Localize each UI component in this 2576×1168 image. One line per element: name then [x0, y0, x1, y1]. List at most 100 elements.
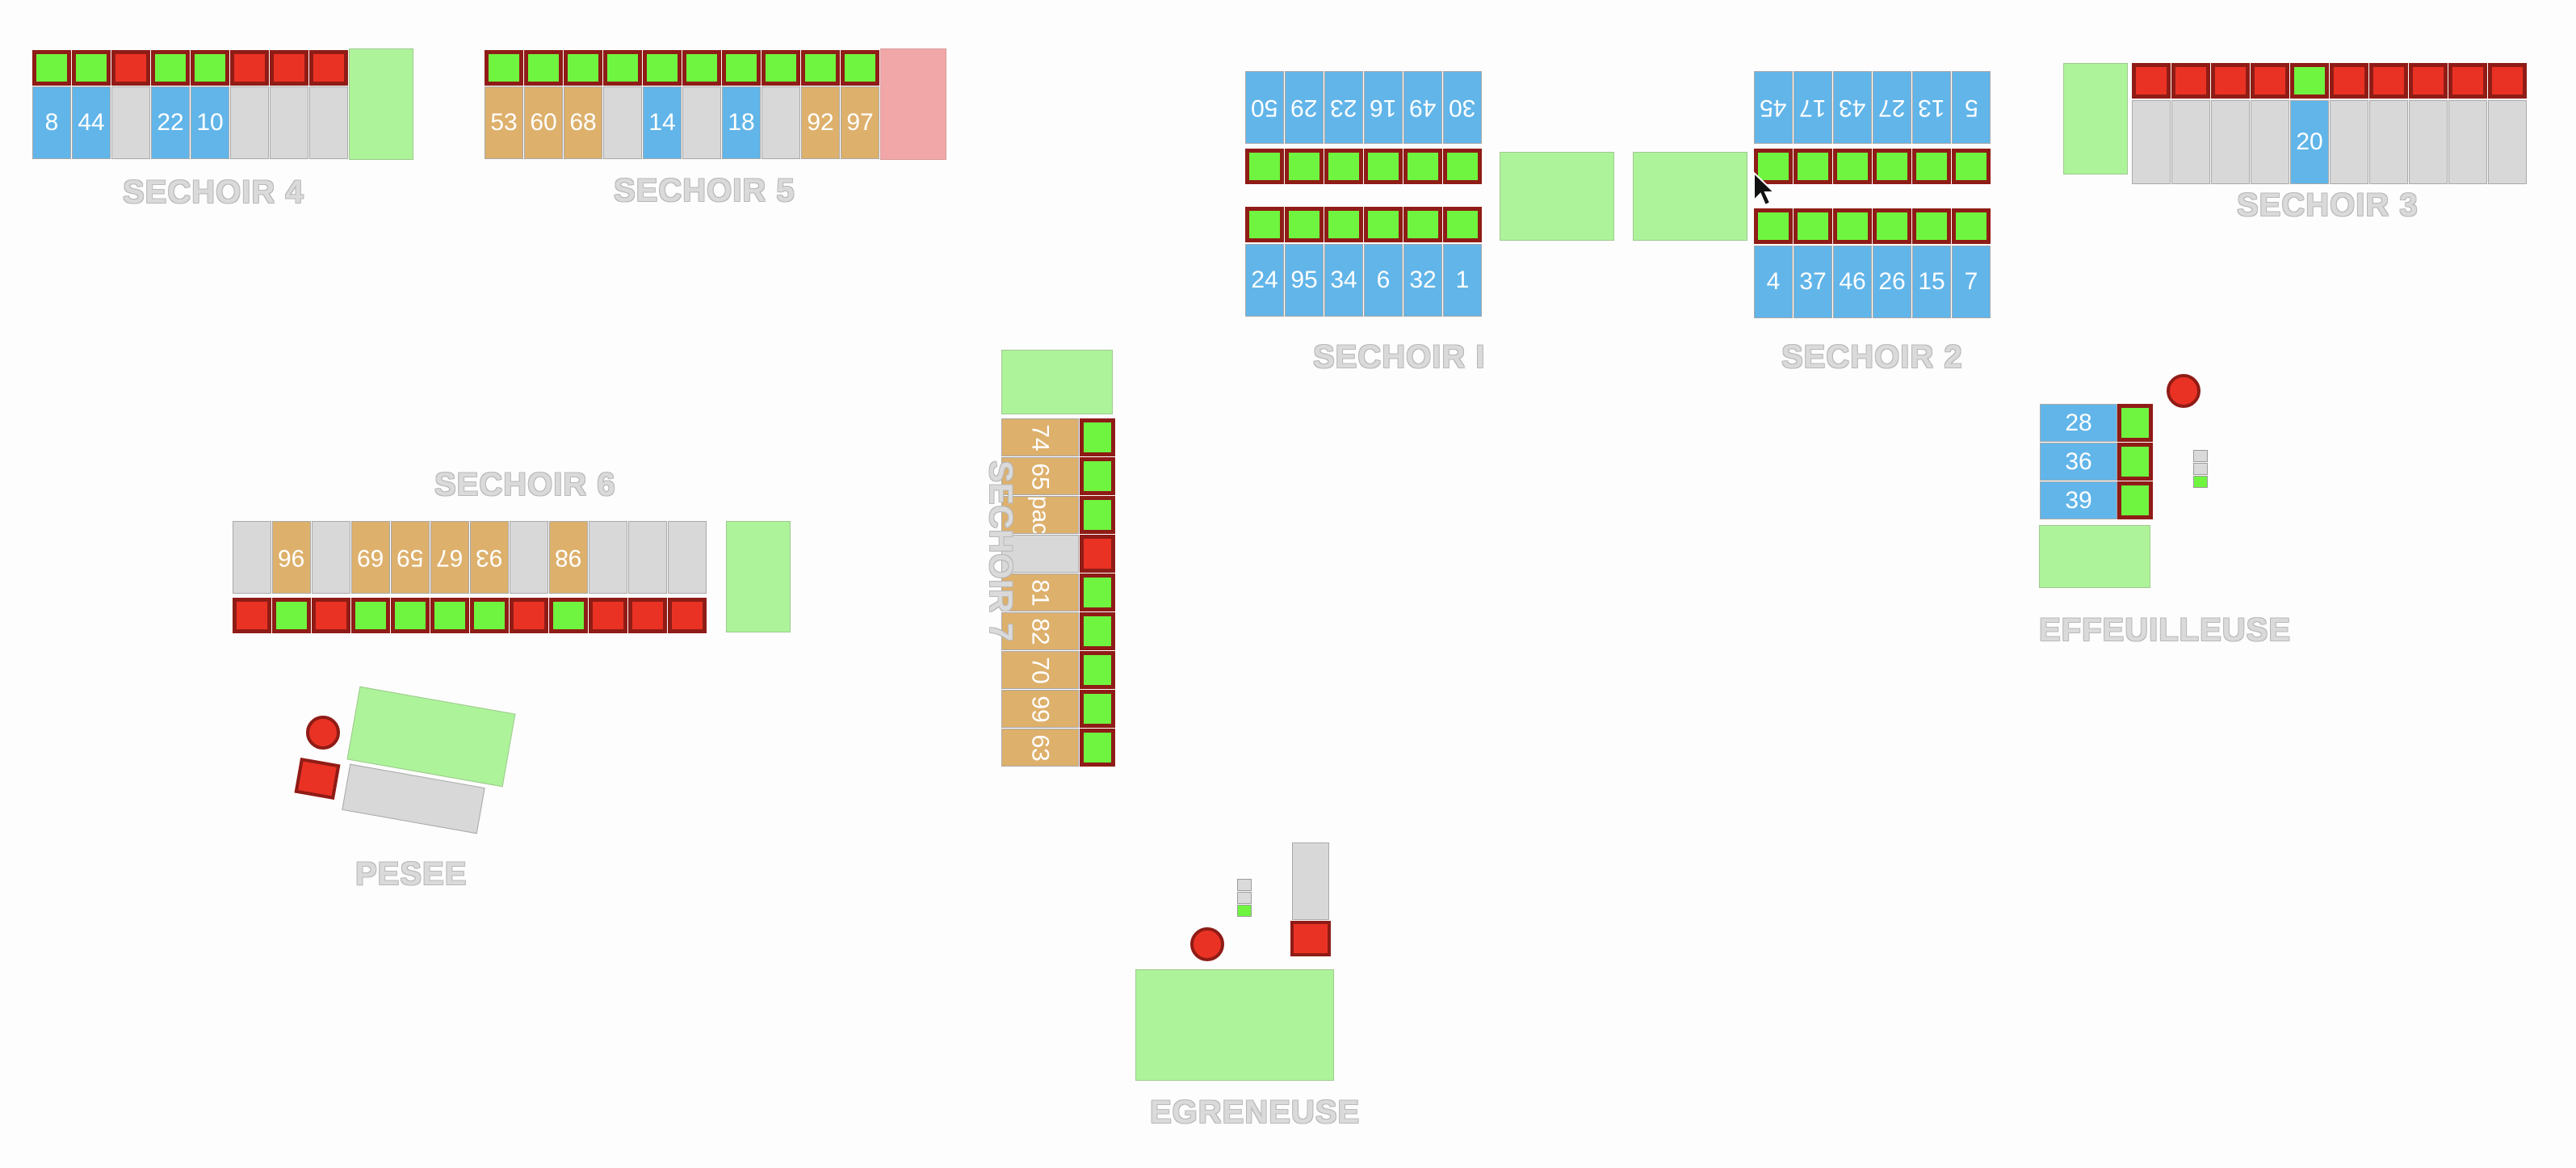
switch-on[interactable] [1873, 149, 1911, 184]
switch-off[interactable] [309, 50, 348, 86]
switch-on[interactable] [1443, 207, 1482, 242]
bin-cell[interactable]: 99 [1001, 690, 1079, 728]
bin-cell[interactable]: 15 [1912, 246, 1951, 318]
bin-cell[interactable]: 17 [1794, 71, 1832, 144]
switch-on[interactable] [1080, 690, 1115, 728]
switch-on[interactable] [1443, 149, 1482, 184]
switch-on[interactable] [1080, 729, 1115, 767]
bin-cell[interactable]: 6 [1364, 244, 1403, 317]
switch-on[interactable] [1403, 207, 1442, 242]
bin-cell[interactable]: 7 [1952, 246, 1991, 318]
switch-off[interactable] [233, 598, 271, 633]
sechoir3-pad[interactable] [2063, 63, 2128, 174]
bin-cell[interactable]: 13 [1912, 71, 1951, 144]
switch-off[interactable] [2488, 63, 2527, 99]
bin-cell[interactable]: 27 [1873, 71, 1911, 144]
switch-on[interactable] [2117, 404, 2153, 442]
bin-cell[interactable] [309, 86, 348, 159]
bin-cell[interactable]: 98 [549, 521, 588, 594]
bin-cell[interactable]: 32 [1403, 244, 1442, 317]
bin-cell[interactable] [111, 86, 150, 159]
bin-cell[interactable]: 68 [564, 86, 602, 159]
bin-cell[interactable]: 45 [1754, 71, 1793, 144]
bin-cell[interactable]: 23 [1324, 71, 1363, 144]
bin-cell[interactable]: 46 [1833, 246, 1872, 318]
sechoir4-pad[interactable] [349, 48, 413, 160]
switch-on[interactable] [1833, 149, 1872, 184]
bin-cell[interactable]: 14 [643, 86, 682, 159]
switch-on[interactable] [430, 598, 469, 633]
bin-cell[interactable]: 18 [722, 86, 761, 159]
switch-on[interactable] [1080, 418, 1115, 456]
bin-cell[interactable]: 34 [1324, 244, 1363, 317]
bin-cell[interactable]: 60 [524, 86, 563, 159]
switch-off[interactable] [111, 50, 150, 86]
switch-on[interactable] [1952, 208, 1991, 244]
switch-off[interactable] [1080, 535, 1115, 573]
switch-off[interactable] [2330, 63, 2368, 99]
switch-on[interactable] [485, 50, 523, 86]
switch-on[interactable] [1403, 149, 1442, 184]
bin-cell[interactable]: 29 [1285, 71, 1324, 144]
bin-cell[interactable]: 97 [841, 86, 879, 159]
bin-cell[interactable]: 43 [1833, 71, 1872, 144]
switch-on[interactable] [1364, 149, 1403, 184]
bin-cell[interactable] [2448, 100, 2487, 184]
bin-cell[interactable] [270, 86, 308, 159]
switch-on[interactable] [1754, 208, 1793, 244]
switch-off[interactable] [2409, 63, 2448, 99]
bin-cell[interactable]: 74 [1001, 418, 1079, 456]
switch-off[interactable] [2132, 63, 2171, 99]
switch-on[interactable] [1080, 651, 1115, 689]
switch-on[interactable] [1794, 208, 1832, 244]
bin-cell[interactable]: 93 [470, 521, 509, 594]
switch-on[interactable] [2290, 63, 2329, 99]
switch-on[interactable] [524, 50, 563, 86]
sechoir5-pad[interactable] [880, 48, 946, 160]
sechoir1-pad[interactable] [1500, 152, 1614, 241]
switch-on[interactable] [191, 50, 229, 86]
bin-cell[interactable] [603, 86, 642, 159]
bin-cell[interactable] [233, 521, 271, 594]
bin-cell[interactable]: 16 [1364, 71, 1403, 144]
switch-on[interactable] [1080, 457, 1115, 495]
bin-cell[interactable]: 82 [1001, 612, 1079, 650]
switch-on[interactable] [351, 598, 390, 633]
switch-on[interactable] [761, 50, 800, 86]
bin-cell[interactable]: 67 [430, 521, 469, 594]
switch-off[interactable] [668, 598, 707, 633]
switch-on[interactable] [722, 50, 761, 86]
switch-on[interactable] [1080, 496, 1115, 534]
switch-on[interactable] [1285, 149, 1324, 184]
switch-on[interactable] [1873, 208, 1911, 244]
bin-cell[interactable] [510, 521, 548, 594]
switch-off[interactable] [230, 50, 269, 86]
switch-on[interactable] [1912, 208, 1951, 244]
switch-on[interactable] [603, 50, 642, 86]
bin-cell[interactable] [230, 86, 269, 159]
bin-cell[interactable]: 65 [1001, 457, 1079, 495]
bin-cell[interactable]: 10 [191, 86, 229, 159]
bin-cell[interactable]: 36 [2040, 443, 2117, 481]
switch-on[interactable] [2117, 481, 2153, 519]
switch-on[interactable] [1952, 149, 1991, 184]
switch-on[interactable] [1364, 207, 1403, 242]
bin-cell[interactable]: 53 [485, 86, 523, 159]
switch-on[interactable] [470, 598, 509, 633]
switch-off[interactable] [510, 598, 548, 633]
bin-cell[interactable]: 26 [1873, 246, 1911, 318]
bin-cell[interactable]: 20 [2290, 100, 2329, 184]
switch-on[interactable] [1833, 208, 1872, 244]
bin-cell[interactable] [2330, 100, 2368, 184]
switch-on[interactable] [1324, 149, 1363, 184]
switch-off[interactable] [270, 50, 308, 86]
switch-on[interactable] [391, 598, 430, 633]
bin-cell[interactable]: 28 [2040, 404, 2117, 442]
bin-cell[interactable]: 70 [1001, 651, 1079, 689]
switch-on[interactable] [1794, 149, 1832, 184]
bin-cell[interactable] [2251, 100, 2289, 184]
switch-off[interactable] [2251, 63, 2289, 99]
switch-on[interactable] [151, 50, 190, 86]
switch-on[interactable] [72, 50, 111, 86]
switch-on[interactable] [1245, 207, 1284, 242]
